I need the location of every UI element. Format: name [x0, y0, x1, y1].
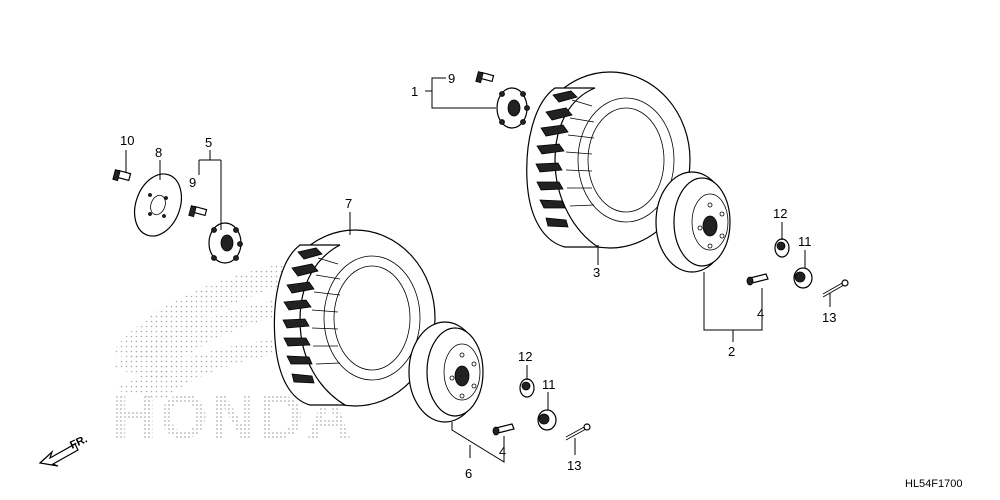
callout-13-rear: 13 [822, 310, 836, 325]
rear-hub-bolt [475, 71, 495, 84]
front-tire-treads [282, 247, 341, 384]
front-wheel [408, 321, 484, 423]
rear-cotter-pin [822, 279, 849, 298]
callout-12-front: 12 [518, 349, 532, 364]
rear-tire-treads [535, 90, 595, 228]
callout-11-front: 11 [542, 377, 556, 392]
callout-7: 7 [345, 196, 352, 211]
callout-9-rear: 9 [448, 71, 455, 86]
front-valve [492, 423, 515, 436]
callout-11-rear: 11 [798, 234, 812, 249]
callout-13-front: 13 [567, 458, 581, 473]
rear-hub [496, 87, 530, 129]
front-nut [537, 409, 557, 431]
rear-cap [774, 238, 790, 258]
callout-10: 10 [120, 133, 134, 148]
diagram-code: HL54F1700 [905, 478, 963, 490]
callout-1: 1 [411, 84, 418, 99]
leader-lines [125, 77, 831, 463]
callout-5: 5 [205, 135, 212, 150]
callout-6: 6 [465, 466, 472, 481]
callout-4-front: 4 [499, 444, 506, 459]
rear-wheel [655, 171, 731, 273]
callout-12-rear: 12 [773, 206, 787, 221]
callout-9-front: 9 [189, 175, 196, 190]
front-hub [208, 222, 243, 264]
rear-nut [793, 267, 813, 289]
callout-4-rear: 4 [757, 306, 764, 321]
cover-plate-bolt [112, 169, 132, 182]
front-cotter-pin [565, 423, 591, 441]
front-cap [519, 378, 535, 398]
front-direction-arrow: FR. [38, 433, 89, 467]
callout-2: 2 [728, 344, 735, 359]
front-hub-bolt [188, 205, 208, 218]
direction-label: FR. [68, 433, 89, 451]
callout-labels: 1 9 10 8 5 9 7 3 12 11 13 4 2 12 11 4 6 … [120, 71, 836, 481]
callout-8: 8 [155, 145, 162, 160]
rear-valve [746, 273, 769, 286]
hub-cover-plate [134, 173, 182, 237]
callout-3: 3 [593, 265, 600, 280]
